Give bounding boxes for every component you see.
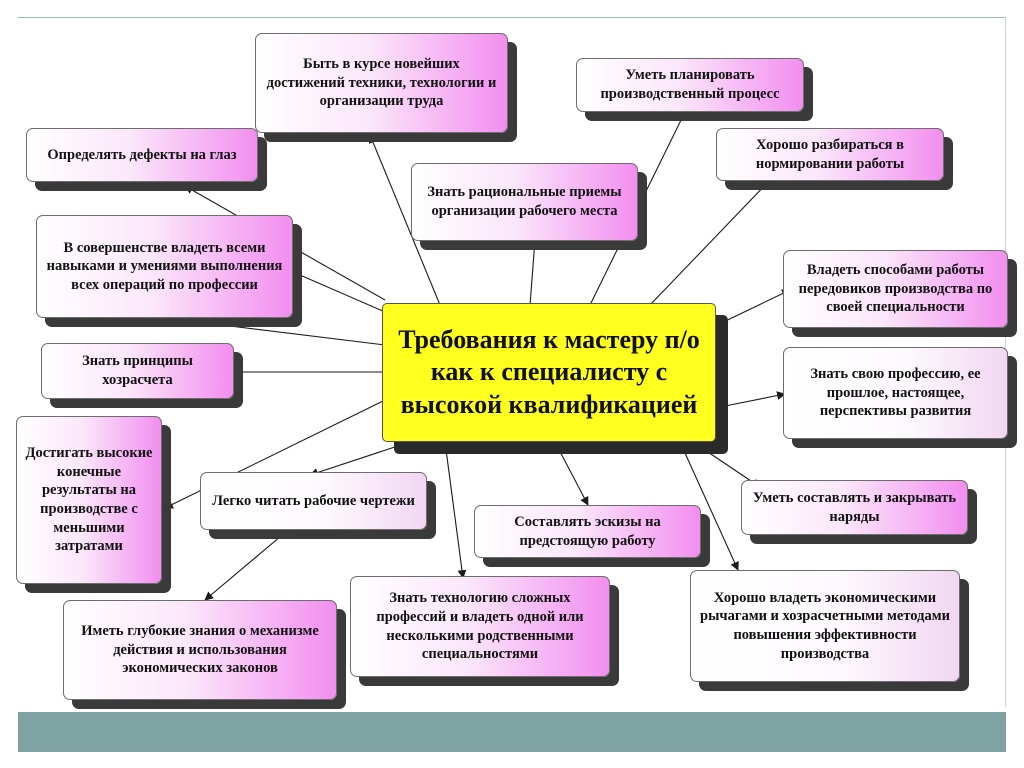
node-profession: Знать свою профессию, ее прошлое, настоя… <box>783 347 1008 439</box>
node-accounting: Знать принципы хозрасчета <box>41 343 234 399</box>
bottom-band <box>18 712 1006 752</box>
node-technology: Знать технологию сложных профессий и вла… <box>350 576 610 677</box>
node-keep-up: Быть в курсе новейших достижений техники… <box>255 33 508 133</box>
arrow-economic-laws <box>204 519 301 601</box>
node-plan: Уметь планировать производственный проце… <box>576 58 804 112</box>
node-defects: Определять дефекты на глаз <box>26 128 258 182</box>
node-economic-laws: Иметь глубокие знания о механизме действ… <box>63 600 337 700</box>
node-drawings: Легко читать рабочие чертежи <box>200 472 427 530</box>
arrow-norming <box>649 179 771 306</box>
arrow-rational <box>529 239 539 306</box>
arrow-drawings <box>309 441 411 477</box>
top-rule <box>18 17 1006 18</box>
node-results: Достигать высокие конечные результаты на… <box>16 416 162 584</box>
arrow-advanced <box>714 289 791 327</box>
node-sketches: Составлять эскизы на предстоящую работу <box>474 505 701 558</box>
central-node: Требования к мастеру п/о как к специалис… <box>382 303 716 442</box>
node-rational: Знать рациональные приемы организации ра… <box>411 163 638 241</box>
node-advanced: Владеть способами работы передовиков про… <box>783 250 1008 328</box>
arrow-orders <box>689 439 761 488</box>
arrow-keep-up <box>368 134 441 306</box>
node-economic-levers: Хорошо владеть экономическими рычагами и… <box>690 570 960 682</box>
arrow-skills-2 <box>164 314 386 346</box>
node-skills: В совершенстве владеть всеми навыками и … <box>36 215 293 318</box>
arrow-sketches <box>554 441 589 506</box>
node-orders: Уметь составлять и закрывать наряды <box>741 480 968 535</box>
node-norming: Хорошо разбираться в нормировании работы <box>716 128 944 181</box>
arrow-economic-levers <box>679 441 739 571</box>
arrow-profession <box>714 391 786 409</box>
arrow-technology <box>444 441 467 579</box>
